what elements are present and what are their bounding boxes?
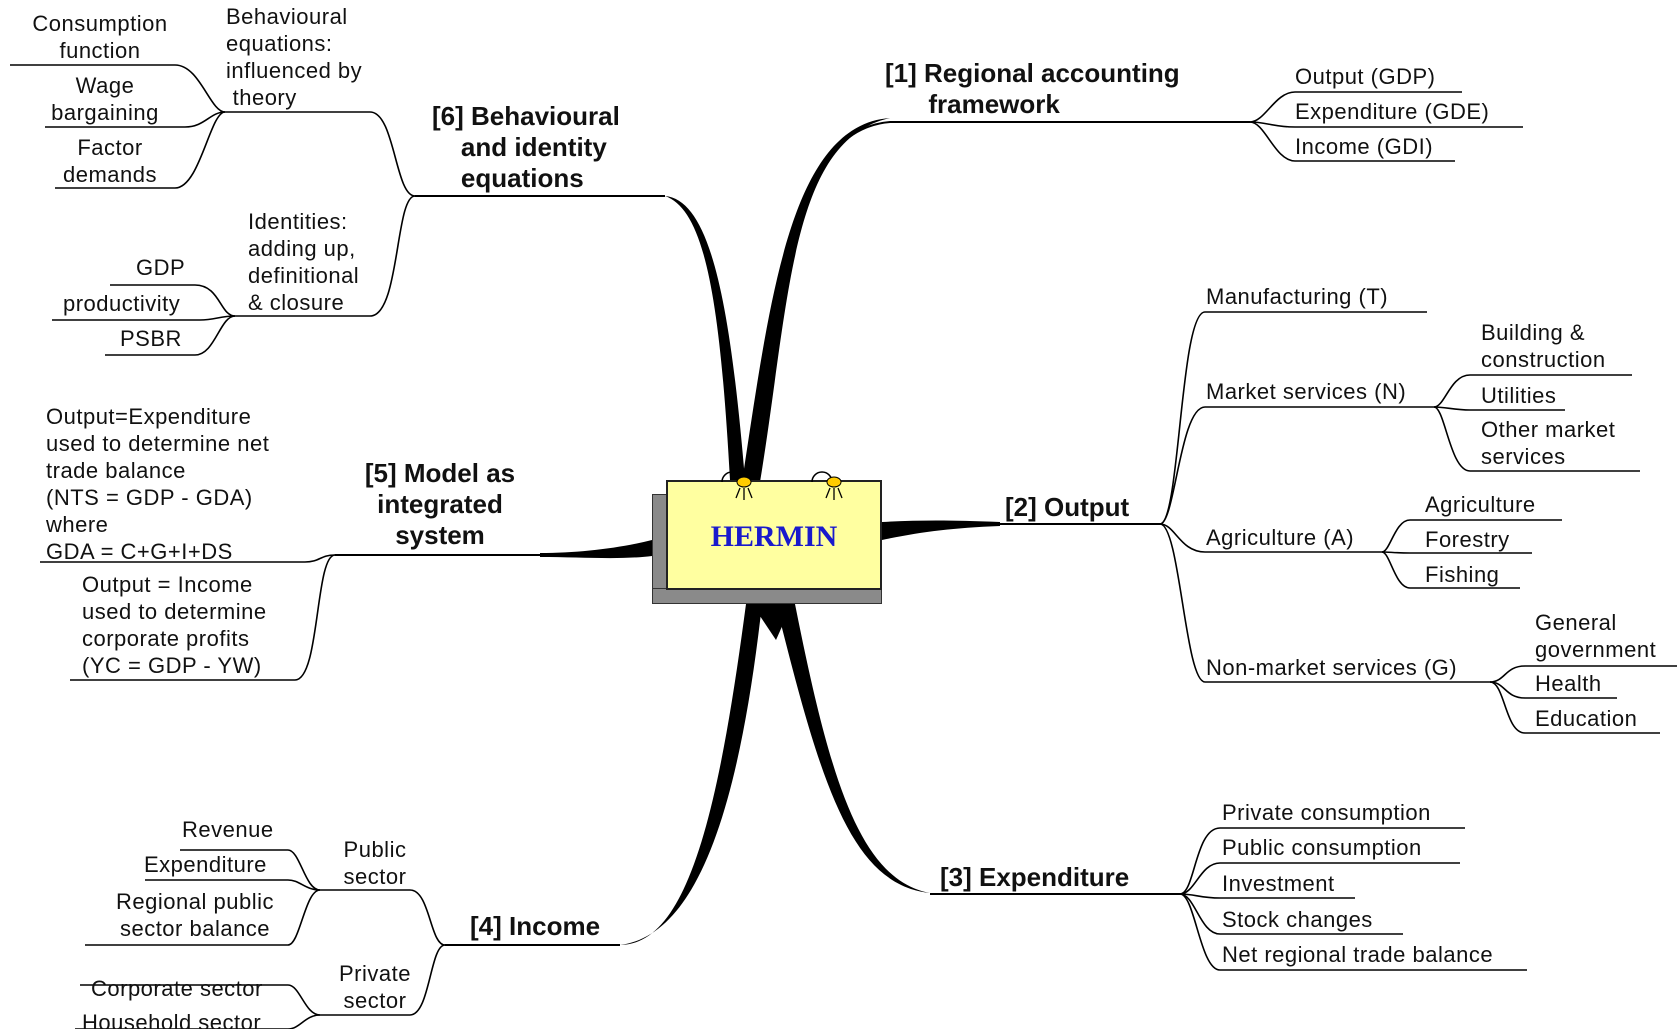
behavioural-item: Consumption function xyxy=(32,11,168,63)
trunk-2-fill xyxy=(882,520,1000,540)
branch-1-item: Income (GDI) xyxy=(1295,134,1434,159)
center-title: HERMIN xyxy=(710,520,838,553)
public-sector-item: Expenditure xyxy=(144,852,267,877)
branch-5-item: Output = Income used to determine corpor… xyxy=(82,572,267,678)
identities-item: GDP xyxy=(136,255,186,280)
branch-2-sector: Non-market services (G) xyxy=(1206,655,1458,680)
branch-1-item: Expenditure (GDE) xyxy=(1295,99,1490,124)
non-market-item: Education xyxy=(1535,706,1638,731)
agriculture-item: Fishing xyxy=(1425,562,1500,587)
trunk-3-fill xyxy=(776,604,930,893)
trunk-1 xyxy=(749,121,1250,481)
center-box-bottom xyxy=(652,588,882,604)
non-market-item: General government xyxy=(1535,610,1657,662)
behavioural-item: Wage bargaining xyxy=(51,73,159,125)
branch-1-title: [1] Regional accounting framework xyxy=(885,58,1180,119)
branch-2-sector: Market services (N) xyxy=(1206,379,1407,404)
trunk-4-fill xyxy=(620,604,762,945)
branch-3-item: Investment xyxy=(1222,871,1335,896)
trunk-5-fill xyxy=(540,540,652,559)
identities-item: PSBR xyxy=(120,326,182,351)
identities-item: productivity xyxy=(63,291,181,316)
center-box xyxy=(666,480,882,590)
public-sector-label: Public sector xyxy=(343,837,407,889)
non-market-item: Health xyxy=(1535,671,1602,696)
branch-2-sector: Agriculture (A) xyxy=(1206,525,1355,550)
trunk-1-fill xyxy=(742,118,890,482)
branch-5-title: [5] Model as integrated system xyxy=(364,458,516,550)
behavioural-item: Factor demands xyxy=(62,135,157,187)
agriculture-item: Agriculture xyxy=(1425,492,1536,517)
market-services-item: Building & construction xyxy=(1481,320,1606,372)
public-sector-item: Regional public sector balance xyxy=(116,889,274,941)
branch-3-item: Stock changes xyxy=(1222,907,1373,932)
private-sector-label: Private sector xyxy=(339,961,411,1013)
behavioural-equations-label: Behavioural equations: influenced by the… xyxy=(226,4,363,110)
branch-2-title: [2] Output xyxy=(1005,492,1130,522)
branch-4-title: [4] Income xyxy=(470,911,601,941)
public-sector-item: Revenue xyxy=(182,817,274,842)
branch-3-title: [3] Expenditure xyxy=(940,862,1130,892)
lamp-icon xyxy=(721,471,843,500)
branch-3-item: Public consumption xyxy=(1222,835,1422,860)
branch-1-item: Output (GDP) xyxy=(1295,64,1436,89)
market-services-item: Utilities xyxy=(1481,383,1557,408)
branch-5-item: Output=Expenditure used to determine net… xyxy=(46,404,270,564)
branch-6-title: [6] Behavioural and identity equations xyxy=(432,101,620,193)
identities-label: Identities: adding up, definitional & cl… xyxy=(248,209,360,315)
branch-3-item: Net regional trade balance xyxy=(1222,942,1494,967)
branch-2-sector: Manufacturing (T) xyxy=(1206,284,1389,309)
market-services-item: Other market services xyxy=(1481,417,1616,469)
trunk-6-fill xyxy=(665,196,745,480)
private-sector-item: Corporate sector xyxy=(91,976,263,1001)
private-sector-item: Household sector xyxy=(82,1010,262,1029)
branch-3-item: Private consumption xyxy=(1222,800,1431,825)
agriculture-item: Forestry xyxy=(1425,527,1510,552)
